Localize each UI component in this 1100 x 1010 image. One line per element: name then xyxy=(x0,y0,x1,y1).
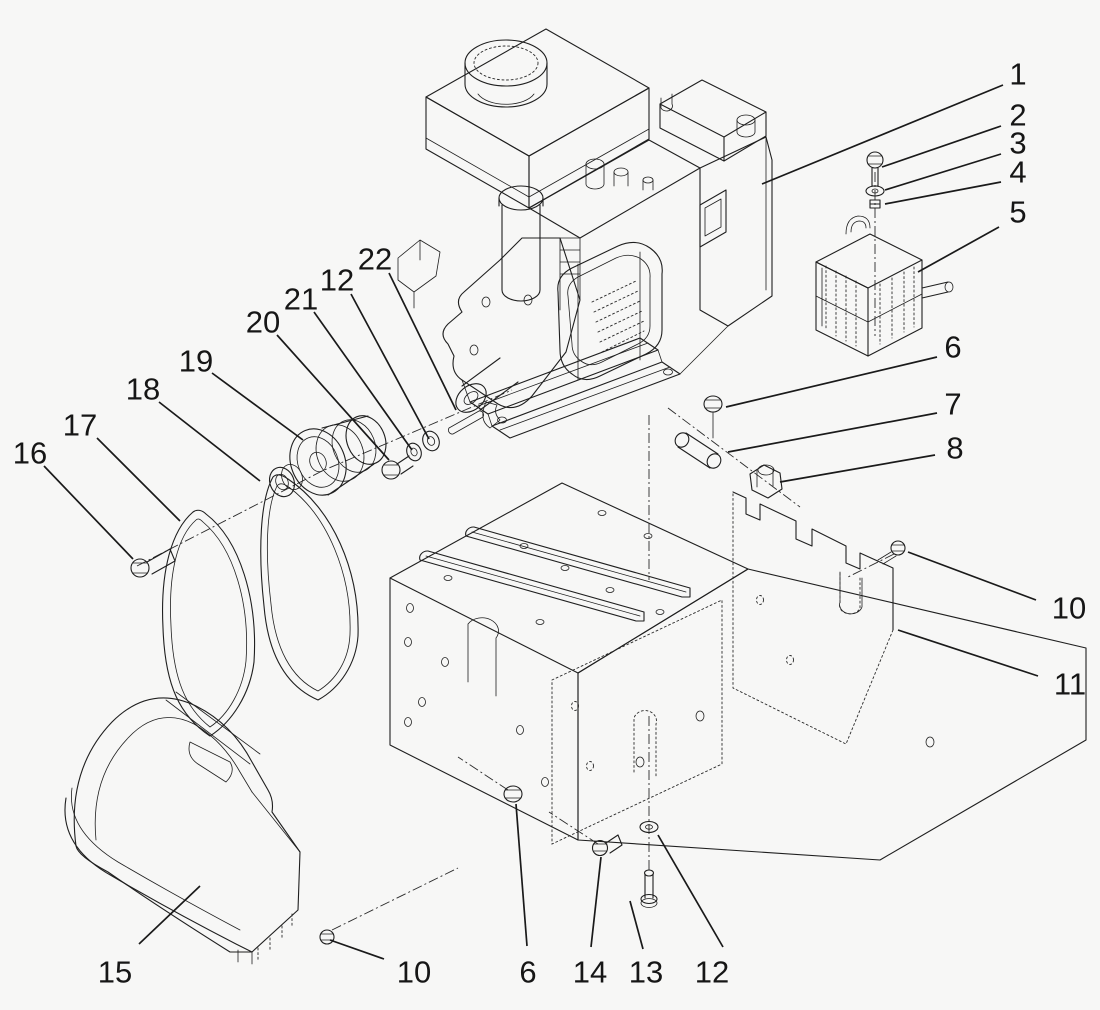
callout-leader-3 xyxy=(884,153,1002,191)
callout-leader-6 xyxy=(725,356,938,408)
callout-label-12: 12 xyxy=(695,955,729,990)
callout-label-21: 21 xyxy=(284,282,318,317)
callout-label-1: 1 xyxy=(1009,57,1026,92)
callout-leader-13 xyxy=(629,900,644,950)
guard-cage-part-5 xyxy=(815,151,954,357)
callout-label-10: 10 xyxy=(397,955,431,990)
callout-leader-8 xyxy=(779,454,936,483)
callout-label-7: 7 xyxy=(944,387,961,422)
callout-leader-10 xyxy=(329,939,385,960)
callout-label-13: 13 xyxy=(629,955,663,990)
callout-leader-7 xyxy=(727,412,938,453)
callout-label-3: 3 xyxy=(1009,126,1026,161)
callout-label-4: 4 xyxy=(1009,155,1026,190)
callout-label-8: 8 xyxy=(946,431,963,466)
callout-label-5: 5 xyxy=(1009,195,1026,230)
callout-leader-22 xyxy=(388,272,457,411)
callout-label-17: 17 xyxy=(63,408,97,443)
callout-leader-15 xyxy=(138,885,201,945)
callout-label-18: 18 xyxy=(126,372,160,407)
fasteners-bottom xyxy=(457,756,659,908)
callout-leader-19 xyxy=(211,372,304,441)
callout-leader-14 xyxy=(590,856,602,948)
callout-label-22: 22 xyxy=(358,242,392,277)
callout-label-14: 14 xyxy=(573,955,607,990)
belt-cover-part-15 xyxy=(64,691,459,965)
callout-label-20: 20 xyxy=(246,305,280,340)
callout-label-2: 2 xyxy=(1009,98,1026,133)
engine-assembly xyxy=(397,28,773,439)
callout-leader-17 xyxy=(96,437,181,522)
drive-belts xyxy=(162,474,359,737)
callout-label-11: 11 xyxy=(1054,667,1086,702)
callout-label-6: 6 xyxy=(519,955,536,990)
callout-leader-1 xyxy=(761,84,1004,185)
callout-label-6: 6 xyxy=(944,330,961,365)
callout-leader-11 xyxy=(897,629,1039,677)
pulley-group xyxy=(130,389,513,578)
callout-leader-12 xyxy=(657,834,724,948)
frame-box xyxy=(389,415,1087,873)
callout-leader-6 xyxy=(515,803,528,947)
callout-label-15: 15 xyxy=(98,955,132,990)
callout-leader-21 xyxy=(313,311,413,451)
callout-label-16: 16 xyxy=(13,436,47,471)
callout-leader-12 xyxy=(350,293,430,440)
callout-leader-18 xyxy=(158,401,261,482)
callout-label-12: 12 xyxy=(320,263,354,298)
fasteners-right xyxy=(667,395,906,579)
callout-leader-20 xyxy=(276,334,390,461)
callout-label-19: 19 xyxy=(179,344,213,379)
callout-leader-2 xyxy=(881,125,1002,168)
side-panel-part-11 xyxy=(732,491,894,745)
callout-label-10: 10 xyxy=(1052,591,1086,626)
callout-leader-4 xyxy=(884,181,1002,205)
callout-leader-5 xyxy=(917,226,1000,273)
callout-leader-16 xyxy=(43,465,134,560)
callout-leader-10 xyxy=(907,551,1037,601)
